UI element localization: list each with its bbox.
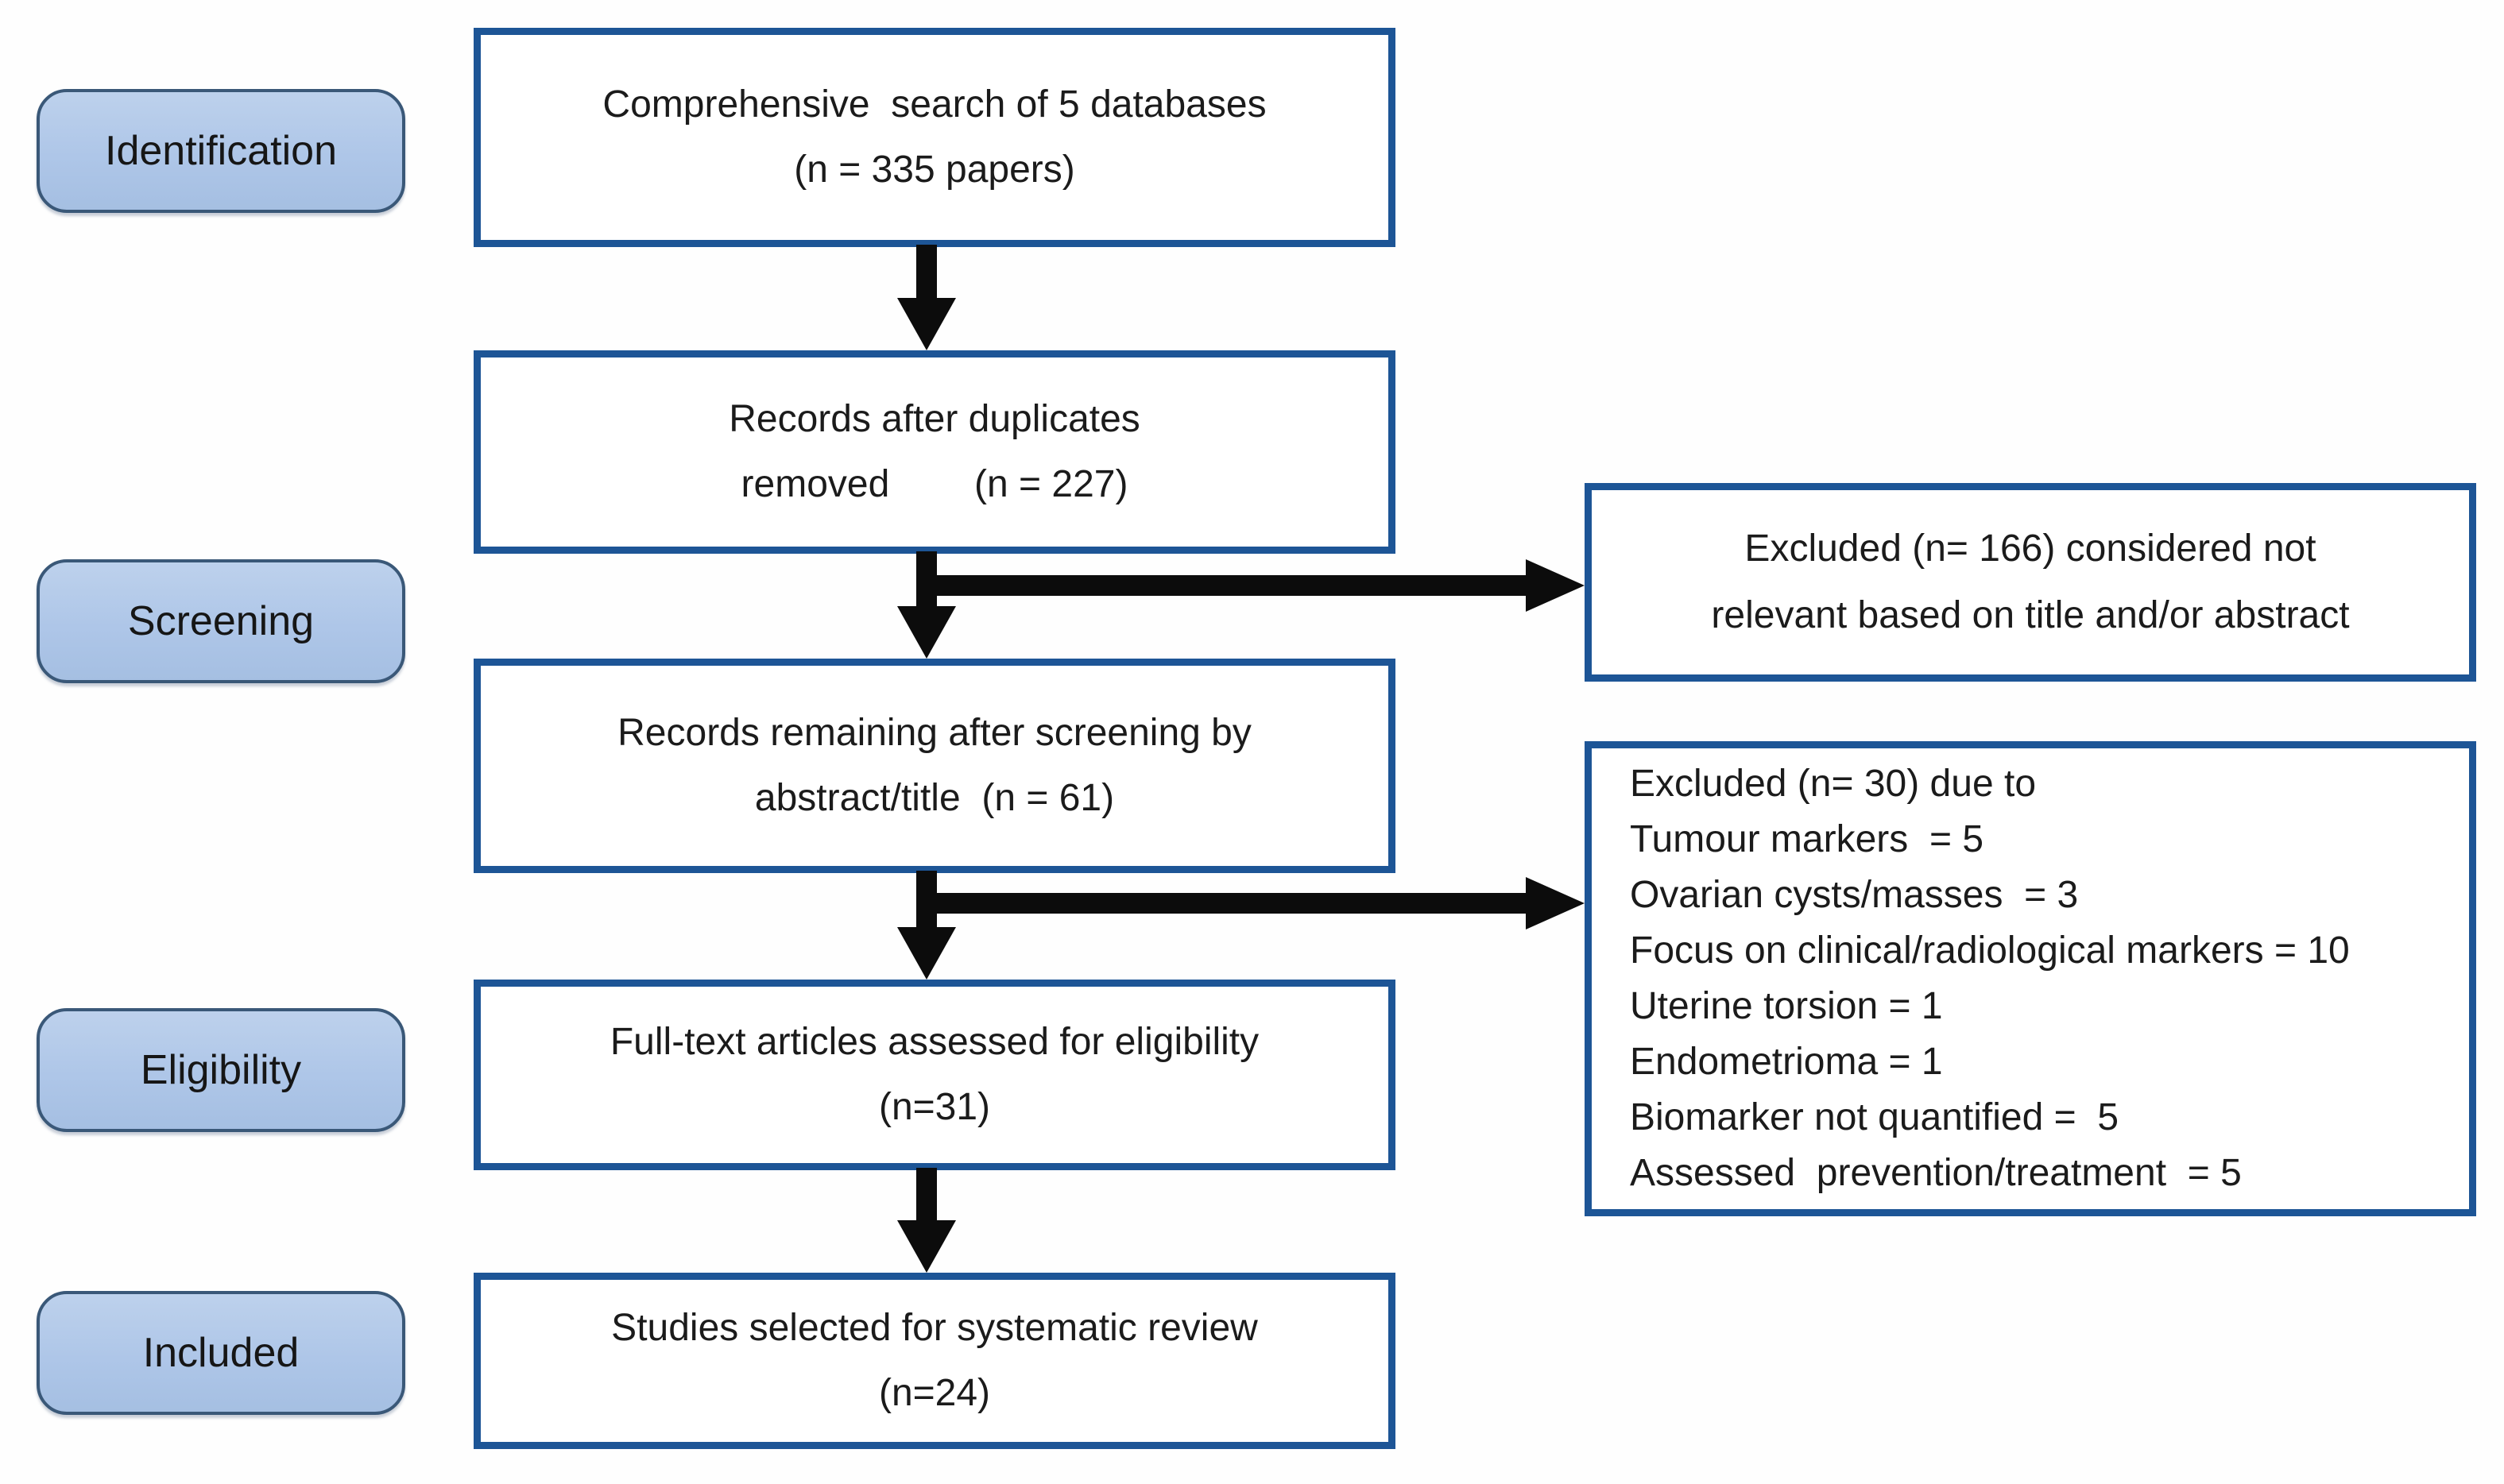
exclusion-reason: Assessed prevention/treatment = 5 — [1630, 1152, 2242, 1194]
flow-box-count: removed (n = 227) — [741, 463, 1128, 505]
flow-box-text: Records remaining after screening by — [617, 712, 1252, 754]
arrow-head-down-icon — [897, 927, 956, 980]
stage-label-eligibility: Eligibility — [37, 1008, 405, 1132]
stage-label-text: Eligibility — [140, 1047, 302, 1093]
stage-label-text: Identification — [105, 128, 337, 174]
stage-label-text: Included — [142, 1330, 300, 1376]
arrow-head-down-icon — [897, 1220, 956, 1273]
flow-box-text: Full-text articles assessed for eligibil… — [610, 1021, 1260, 1063]
flow-box-count: (n=31) — [878, 1086, 991, 1128]
exclusion-box-title-abstract: Excluded (n= 166) considered not relevan… — [1585, 483, 2476, 682]
arrow-head-right-icon — [1526, 877, 1585, 929]
exclusion-reason: Focus on clinical/radiological markers =… — [1630, 929, 2350, 972]
flow-box-studies-included: Studies selected for systematic review (… — [474, 1273, 1395, 1449]
exclusion-text: Excluded (n= 166) considered not — [1744, 528, 2316, 570]
flow-box-count: (n=24) — [878, 1372, 991, 1414]
exclusion-reason: Biomarker not quantified = 5 — [1630, 1096, 2119, 1138]
exclusion-reason: Ovarian cysts/masses = 3 — [1630, 874, 2079, 916]
stage-label-text: Screening — [127, 598, 315, 644]
flow-box-count: abstract/title (n = 61) — [754, 777, 1115, 819]
exclusion-reason: Uterine torsion = 1 — [1630, 985, 1943, 1027]
flow-box-duplicates-removed: Records after duplicates removed (n = 22… — [474, 350, 1395, 554]
arrow-shaft — [916, 575, 1526, 596]
flow-box-text: Studies selected for systematic review — [611, 1307, 1258, 1349]
arrow-head-down-icon — [897, 298, 956, 350]
flow-box-records-after-screening: Records remaining after screening by abs… — [474, 659, 1395, 873]
arrow-shaft — [916, 1168, 937, 1223]
stage-label-screening: Screening — [37, 559, 405, 683]
flow-box-text: Records after duplicates — [729, 398, 1140, 440]
stage-label-identification: Identification — [37, 89, 405, 213]
exclusion-title: Excluded (n= 30) due to — [1630, 763, 2037, 805]
flow-box-count: (n = 335 papers) — [794, 149, 1075, 191]
flow-box-fulltext-assessed: Full-text articles assessed for eligibil… — [474, 980, 1395, 1170]
exclusion-reason: Endometrioma = 1 — [1630, 1041, 1943, 1083]
arrow-head-down-icon — [897, 606, 956, 659]
arrow-shaft — [916, 893, 1526, 914]
arrow-head-right-icon — [1526, 559, 1585, 612]
exclusion-box-fulltext-reasons: Excluded (n= 30) due to Tumour markers =… — [1585, 741, 2476, 1216]
exclusion-text: relevant based on title and/or abstract — [1711, 594, 2350, 636]
flow-box-database-search: Comprehensive search of 5 databases (n =… — [474, 28, 1395, 247]
flow-box-text: Comprehensive search of 5 databases — [602, 83, 1267, 126]
arrow-shaft — [916, 245, 937, 300]
stage-label-included: Included — [37, 1291, 405, 1415]
exclusion-reason: Tumour markers = 5 — [1630, 818, 1984, 860]
